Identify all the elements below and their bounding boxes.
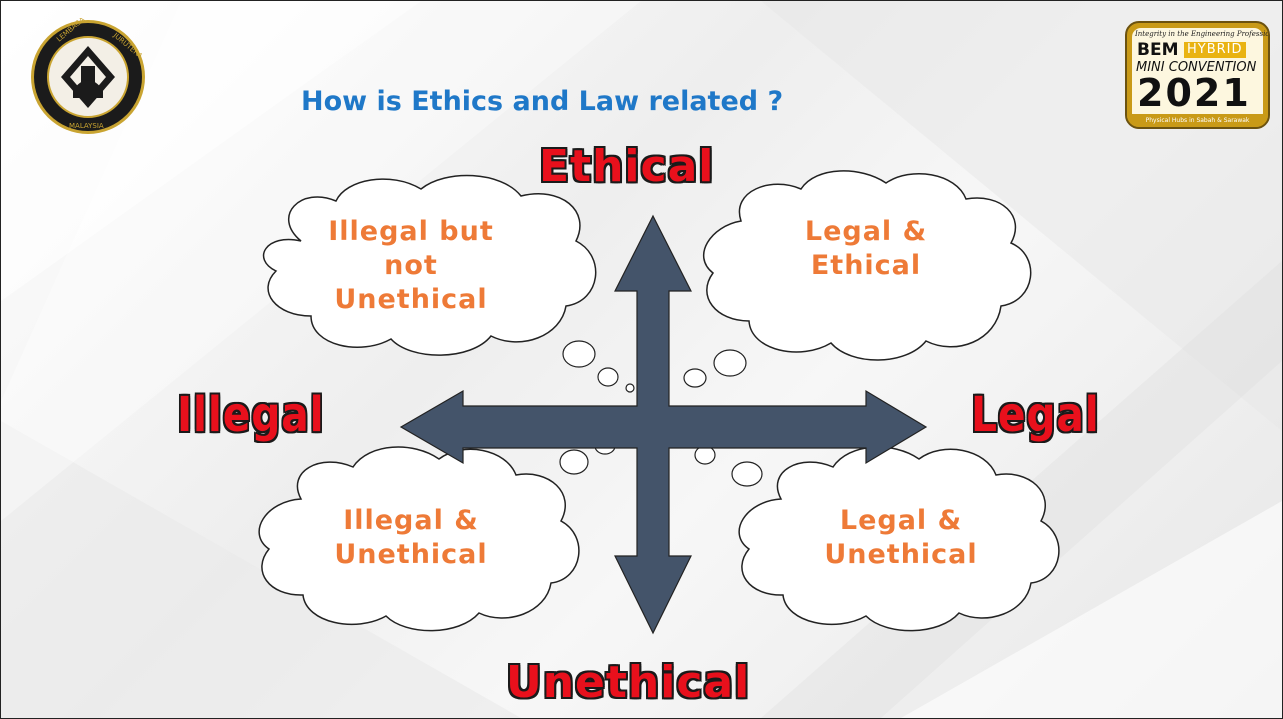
axis-label-legal: Legal [971,387,1100,443]
thought-bubble [694,445,716,465]
quadrant-line: Legal & [839,505,963,536]
thought-bubble [731,461,763,487]
four-way-arrow [399,214,928,635]
svg-text:MALAYSIA: MALAYSIA [69,122,104,130]
slide-title: How is Ethics and Law related ? [301,86,784,117]
cloud-bottom-left [258,446,580,632]
thought-bubble [713,349,747,377]
axis-label-unethical: Unethical [506,657,751,708]
quadrant-text-bottom-right: Legal & Unethical [801,504,1001,572]
bem-hybrid-convention-logo: Integrity in the Engineering Profession … [1125,21,1270,129]
logo-mini-convention: MINI CONVENTION [1136,60,1257,75]
thought-bubble [562,340,596,368]
quadrant-text-bottom-left: Illegal & Unethical [311,504,511,572]
quadrant-line: Unethical [334,539,488,570]
logo-hybrid: HYBRID [1184,42,1246,58]
quadrant-text-top-right: Legal & Ethical [766,215,966,283]
thought-bubble [559,449,589,475]
logo-bem: BEM [1137,40,1179,60]
quadrant-line: Unethical [824,539,978,570]
cloud-top-left [263,174,597,356]
quadrant-line: not [384,250,438,281]
axis-label-illegal: Illegal [177,387,325,443]
logo-tagline: Integrity in the Engineering Profession [1135,30,1270,38]
quadrant-line: Illegal but [328,216,494,247]
quadrant-line: Legal & [804,216,928,247]
quadrant-line: Illegal & [343,505,479,536]
logo-year: 2021 [1137,71,1251,115]
thought-bubble [625,383,635,393]
logo-footer: Physical Hubs in Sabah & Sarawak [1127,114,1268,127]
quadrant-line: Unethical [334,284,488,315]
quadrant-text-top-left: Illegal but not Unethical [311,215,511,317]
thought-bubble [597,367,619,387]
axis-label-ethical: Ethical [539,141,715,192]
bem-seal-logo: LEMBAGA JURUTERA MALAYSIA [31,18,145,134]
thought-bubble [683,368,707,388]
quadrant-line: Ethical [810,250,922,281]
cloud-top-right [702,170,1032,361]
